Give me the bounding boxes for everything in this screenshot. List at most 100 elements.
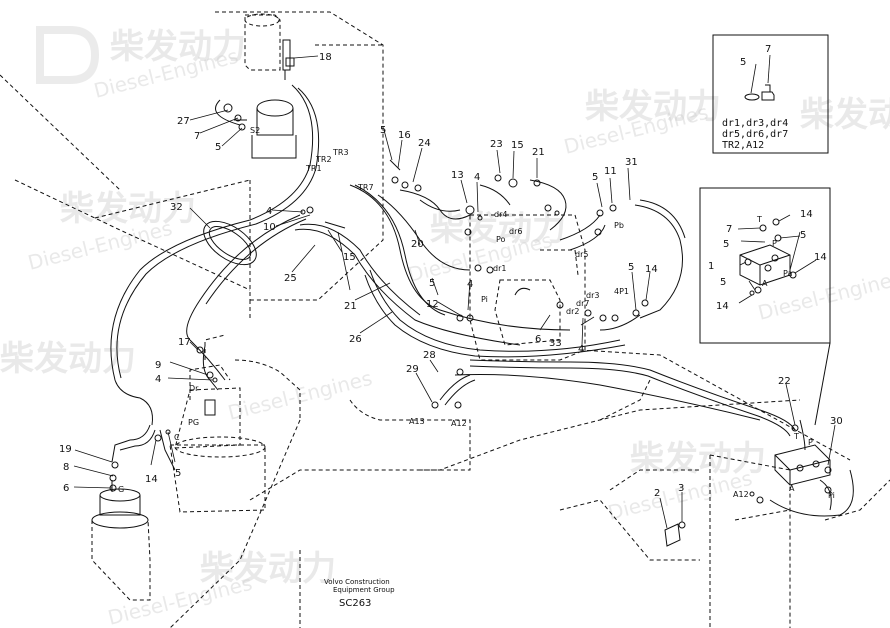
callout-20: 20	[411, 239, 424, 250]
watermark-brand-en: Diesel-Engines	[755, 266, 890, 325]
callout-7: 7	[765, 44, 771, 55]
watermark-brand-cn: 柴发动力	[200, 549, 336, 589]
callout-5: 5	[628, 262, 634, 273]
port-a12-right: A12	[733, 490, 749, 499]
callout-14: 14	[814, 252, 827, 263]
swivel-joint	[169, 364, 266, 513]
callout-14: 14	[716, 301, 729, 312]
port-po: Po	[496, 235, 506, 244]
watermark-brand-cn: 柴发动力	[60, 189, 196, 229]
callout-21: 21	[344, 301, 357, 312]
port-dr7: dr7	[576, 299, 589, 308]
port-pa-inset: Pa	[783, 269, 792, 278]
callout-13: 13	[451, 170, 464, 181]
callout-14: 14	[145, 474, 158, 485]
port-dr4: dr4	[494, 210, 507, 219]
watermark-brand-cn: 柴发动力	[0, 339, 136, 379]
port-c: C	[174, 433, 180, 442]
port-4p1: 4P1	[614, 287, 629, 296]
callout-15: 15	[511, 140, 524, 151]
hose-clamp-32	[203, 220, 257, 266]
leader-lines	[73, 54, 836, 529]
frame-outline	[0, 11, 890, 628]
callout-16: 16	[398, 130, 411, 141]
watermark-brand-cn: 柴发动力	[630, 439, 766, 479]
callout-27: 27	[177, 116, 190, 127]
callout-33: 33	[549, 338, 562, 349]
callout-24: 24	[418, 138, 431, 149]
callout-6: 6	[535, 334, 541, 345]
footer: Volvo Construction Equipment Group SC263	[324, 578, 395, 609]
port-p: P	[808, 438, 813, 447]
port-dr3: dr3	[586, 291, 599, 300]
s2-motor	[234, 99, 297, 159]
port-pi-right: Pi	[828, 491, 835, 500]
callout-23: 23	[490, 139, 503, 150]
callout-5: 5	[723, 239, 729, 250]
callout-7: 7	[726, 224, 732, 235]
callout-26: 26	[349, 334, 362, 345]
callout-9: 9	[155, 360, 161, 371]
watermark-logo-icon	[36, 26, 100, 84]
port-tr1: TR1	[305, 164, 322, 173]
port-tr7: TR7	[357, 183, 374, 192]
callout-10: 10	[263, 222, 276, 233]
port-tr2: TR2	[315, 155, 332, 164]
callout-22: 22	[778, 376, 791, 387]
inset-detail-top	[712, 34, 829, 154]
callout-5: 5	[215, 142, 221, 153]
callout-32: 32	[170, 202, 183, 213]
callout-28: 28	[423, 350, 436, 361]
inset-line-1: dr1,dr3,dr4	[722, 118, 788, 129]
port-a-inset: A	[762, 279, 768, 288]
travel-motor	[91, 480, 151, 601]
watermark-brand-cn: 柴发动力	[800, 95, 890, 135]
port-a: A	[789, 484, 795, 493]
port-dr5: dr5	[575, 250, 588, 259]
callout-8: 8	[63, 462, 69, 473]
callout-15: 15	[343, 252, 356, 263]
control-valve-block	[469, 214, 586, 361]
callout-21: 21	[532, 147, 545, 158]
inset-line-2: dr5,dr6,dr7	[722, 129, 788, 140]
port-s2: S2	[250, 126, 260, 135]
callout-29: 29	[406, 364, 419, 375]
port-pb: Pb	[614, 221, 624, 230]
watermark-brand-en: Diesel-Engines	[105, 571, 254, 628]
port-pi: Pi	[481, 295, 488, 304]
port-g: G	[118, 485, 124, 494]
top-filter-component	[244, 13, 291, 80]
callout-12: 12	[426, 299, 439, 310]
callout-30: 30	[830, 416, 843, 427]
callout-numbers: 18 27 7 5 5 16 24 23 15 21 13 4 5 11 31 …	[59, 44, 843, 499]
port-dr1: dr1	[493, 264, 506, 273]
callout-2: 2	[654, 488, 660, 499]
fittings	[109, 57, 832, 547]
callout-17: 17	[178, 337, 191, 348]
callout-25: 25	[284, 273, 297, 284]
callout-31: 31	[625, 157, 638, 168]
callout-3: 3	[678, 483, 684, 494]
watermark-brand-cn: 柴发动力	[430, 209, 566, 249]
hose-routing	[110, 84, 854, 517]
watermark-brand-cn: 柴发动力	[110, 27, 246, 67]
callout-19: 19	[59, 444, 72, 455]
callout-5: 5	[380, 125, 386, 136]
footer-company-line1: Volvo Construction	[324, 578, 390, 586]
callout-4: 4	[467, 279, 473, 290]
callout-4: 4	[266, 206, 272, 217]
callout-4: 4	[155, 374, 161, 385]
port-dr6: dr6	[509, 227, 522, 236]
port-t: T	[793, 432, 799, 441]
port-a12: A12	[451, 419, 467, 428]
callout-11: 11	[604, 166, 617, 177]
port-tr3: TR3	[332, 148, 349, 157]
callout-6: 6	[63, 483, 69, 494]
port-p-inset: P	[772, 239, 777, 248]
footer-company-line2: Equipment Group	[333, 586, 395, 594]
callout-7: 7	[194, 131, 200, 142]
callout-5: 5	[429, 278, 435, 289]
port-labels: S2 TR3 TR2 TR1 TR7 dr4 dr6 Po Pb dr5 dr1…	[118, 126, 835, 500]
